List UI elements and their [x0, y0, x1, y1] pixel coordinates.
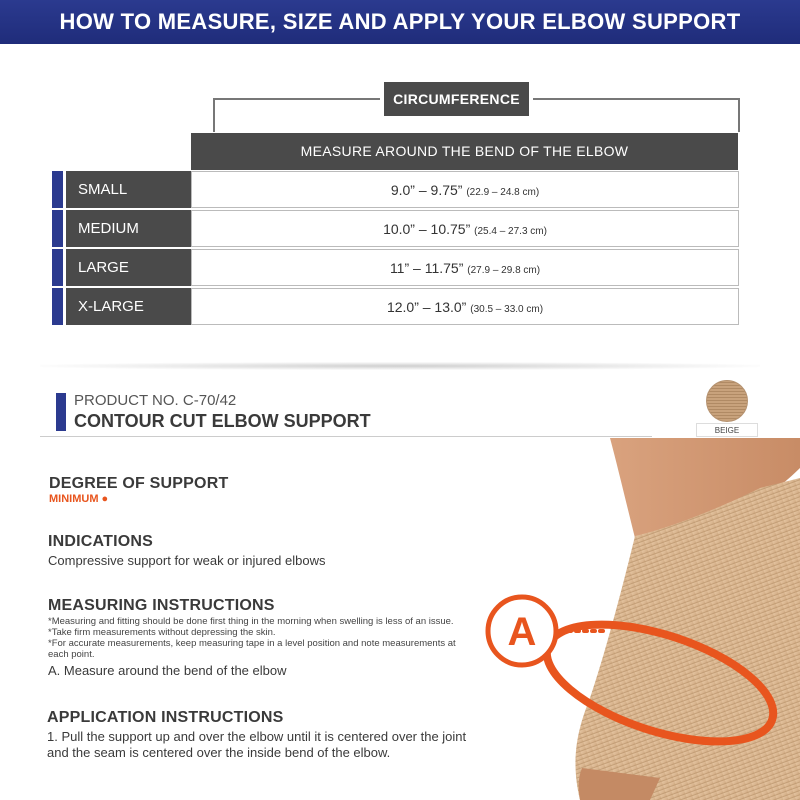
measure-column-header: MEASURE AROUND THE BEND OF THE ELBOW	[191, 133, 738, 170]
row-accent	[52, 210, 63, 247]
color-swatch	[706, 380, 748, 422]
product-accent-bar	[56, 393, 66, 431]
indications-heading: INDICATIONS	[48, 533, 154, 550]
measurement-cm: (27.9 – 29.8 cm)	[467, 265, 541, 276]
measuring-note: *Take firm measurements without depressi…	[48, 627, 276, 638]
size-table: SMALL 9.0” – 9.75” (22.9 – 24.8 cm) MEDI…	[52, 171, 740, 327]
size-label: MEDIUM	[66, 210, 191, 247]
measurement-inches: 12.0” – 13.0”	[386, 299, 467, 315]
size-measurement: 9.0” – 9.75” (22.9 – 24.8 cm)	[191, 171, 739, 208]
product-rule	[40, 436, 652, 437]
product-number: PRODUCT NO. C-70/42	[74, 392, 237, 409]
measurement-inches: 11” – 11.75”	[389, 260, 464, 276]
product-name: CONTOUR CUT ELBOW SUPPORT	[74, 411, 371, 431]
indications-text: Compressive support for weak or injured …	[48, 553, 326, 568]
size-row-small: SMALL 9.0” – 9.75” (22.9 – 24.8 cm)	[52, 171, 740, 210]
row-accent	[52, 249, 63, 286]
measurement-inches: 10.0” – 10.75”	[383, 221, 471, 237]
size-row-large: LARGE 11” – 11.75” (27.9 – 29.8 cm)	[52, 249, 740, 288]
size-row-x-large: X-LARGE 12.0” – 13.0” (30.5 – 33.0 cm)	[52, 288, 740, 327]
measurement-inches: 9.0” – 9.75”	[390, 182, 463, 198]
forearm-skin	[578, 768, 660, 800]
size-row-medium: MEDIUM 10.0” – 10.75” (25.4 – 27.3 cm)	[52, 210, 740, 249]
marker-a-label: A	[508, 610, 537, 654]
measuring-note: *For accurate measurements, keep measuri…	[48, 638, 456, 660]
section-divider	[40, 362, 760, 370]
size-measurement: 10.0” – 10.75” (25.4 – 27.3 cm)	[191, 210, 739, 247]
application-heading: APPLICATION INSTRUCTIONS	[47, 709, 284, 726]
size-label: SMALL	[66, 171, 191, 208]
row-accent	[52, 288, 63, 325]
measuring-step: A. Measure around the bend of the elbow	[48, 663, 287, 678]
application-text: 1. Pull the support up and over the elbo…	[47, 729, 467, 760]
measuring-note: *Measuring and fitting should be done fi…	[48, 616, 454, 627]
measurement-cm: (22.9 – 24.8 cm)	[466, 187, 540, 198]
support-level: MINIMUM ●	[49, 493, 109, 505]
page-banner: HOW TO MEASURE, SIZE AND APPLY YOUR ELBO…	[0, 0, 800, 44]
size-label: X-LARGE	[66, 288, 191, 325]
measurement-cm: (25.4 – 27.3 cm)	[474, 226, 547, 237]
circumference-label: CIRCUMFERENCE	[384, 82, 529, 116]
row-accent	[52, 171, 63, 208]
size-measurement: 11” – 11.75” (27.9 – 29.8 cm)	[191, 249, 739, 286]
upper-arm-skin	[610, 438, 800, 538]
size-label: LARGE	[66, 249, 191, 286]
elbow-support-illustration: A	[485, 438, 800, 800]
measurement-cm: (30.5 – 33.0 cm)	[470, 304, 544, 315]
measuring-heading: MEASURING INSTRUCTIONS	[48, 597, 275, 614]
color-swatch-label: BEIGE	[696, 423, 758, 437]
size-measurement: 12.0” – 13.0” (30.5 – 33.0 cm)	[191, 288, 739, 325]
marker-a-circle	[485, 594, 559, 668]
support-heading: DEGREE OF SUPPORT	[49, 475, 229, 492]
